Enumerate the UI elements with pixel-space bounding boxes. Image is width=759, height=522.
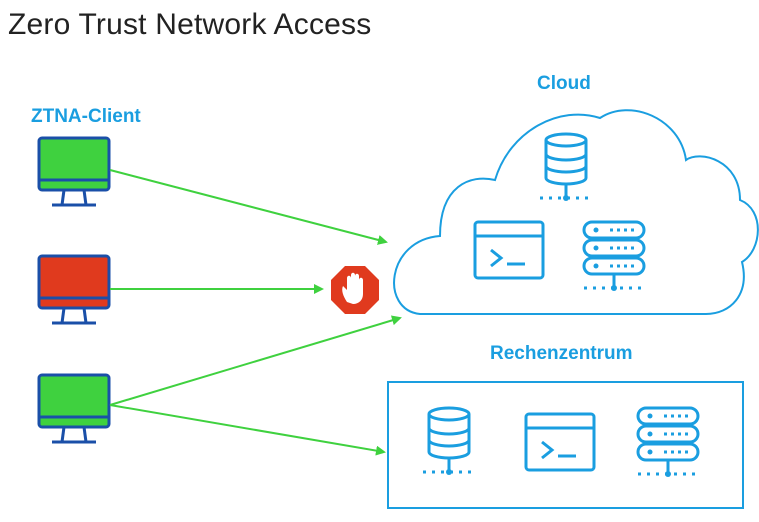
- monitor-icon: [37, 136, 111, 192]
- arrow-client1-cloud: [109, 169, 388, 245]
- arrow-client3-cloud: [109, 315, 402, 406]
- arrow-client3-datacenter: [109, 404, 386, 456]
- database-icon: [538, 132, 594, 203]
- stop-hand-icon: [331, 266, 379, 314]
- monitor-icon: [37, 373, 111, 429]
- database-icon: [421, 406, 477, 477]
- monitor-icon: [37, 254, 111, 310]
- cloud-shape: [393, 109, 759, 315]
- terminal-icon: [473, 220, 545, 280]
- datacenter-label: Rechenzentrum: [490, 343, 633, 364]
- client-monitor-3: [37, 373, 111, 444]
- client-monitor-1: [37, 136, 111, 207]
- terminal-icon: [524, 412, 596, 472]
- datacenter-box: [387, 381, 744, 509]
- server-stack-icon: [582, 220, 646, 293]
- server-stack-icon: [636, 406, 700, 479]
- ztna-client-label: ZTNA-Client: [31, 106, 141, 127]
- page-title: Zero Trust Network Access: [8, 8, 372, 41]
- client-monitor-2: [37, 254, 111, 325]
- cloud-label: Cloud: [537, 73, 591, 94]
